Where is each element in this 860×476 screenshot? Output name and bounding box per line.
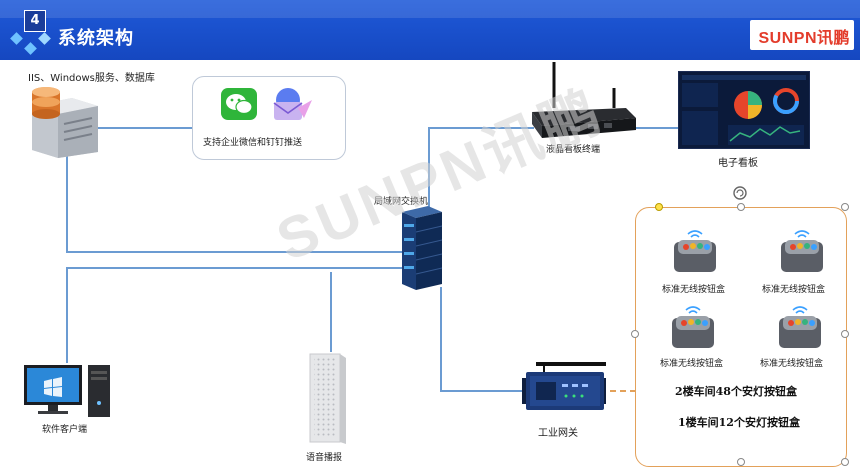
button-box-label: 标准无线按钮盒: [760, 359, 824, 369]
lcd-terminal-label: 液晶看板终端: [546, 145, 601, 155]
wireless-button-box-icon: [779, 306, 821, 348]
network-switch-icon: [402, 206, 443, 290]
dingtalk-mail-icon: [273, 88, 312, 120]
selection-handle: [737, 203, 745, 211]
display-board-label: 电子看板: [718, 158, 758, 169]
selection-handle: [631, 330, 639, 338]
rotate-handle-icon: [733, 186, 747, 200]
workshop-note-floor1: 1楼车间12个安灯按钮盒: [678, 416, 800, 429]
push-label: 支持企业微信和钉钉推送: [203, 138, 303, 148]
button-box-label: 标准无线按钮盒: [660, 359, 724, 369]
wireless-button-box-icon: [674, 230, 716, 272]
connector-line: [440, 390, 528, 392]
button-box-label: 标准无线按钮盒: [662, 285, 726, 295]
industrial-gateway-icon: [522, 362, 606, 410]
switch-label: 局域网交换机: [374, 197, 429, 207]
connector-line: [330, 272, 332, 352]
server-label: IIS、Windows服务、数据库: [28, 73, 155, 84]
connector-line: [98, 127, 192, 129]
diamond-decoration: [38, 32, 51, 45]
diamond-decoration: [24, 42, 37, 55]
selection-handle: [841, 330, 849, 338]
selection-handle: [841, 203, 849, 211]
connector-line: [634, 127, 678, 129]
header-shine: [0, 0, 860, 18]
section-number-badge: 4: [24, 10, 46, 32]
connector-line: [428, 127, 534, 129]
selection-handle: [655, 203, 663, 211]
push-notification-box: [192, 76, 346, 160]
wireless-button-box-icon: [672, 306, 714, 348]
connector-line: [66, 156, 68, 252]
gateway-label: 工业网关: [538, 428, 578, 439]
selection-handle: [737, 458, 745, 466]
button-box-label: 标准无线按钮盒: [762, 285, 826, 295]
dashboard-screen-icon: [678, 71, 810, 149]
dashed-connector: [600, 390, 636, 392]
brand-logo: SUNPN讯鹏: [758, 30, 850, 47]
wireless-button-box-icon: [781, 230, 823, 272]
selection-handle: [841, 458, 849, 466]
header-bar: 4 系统架构 SUNPN讯鹏: [0, 0, 860, 60]
connector-line: [428, 127, 430, 213]
column-speaker-icon: [309, 353, 346, 444]
connector-line: [440, 287, 442, 391]
router-icon: [532, 62, 636, 138]
speaker-label: 语音播报: [306, 453, 343, 463]
desktop-computer-icon: [24, 365, 110, 417]
client-label: 软件客户端: [42, 425, 88, 435]
connector-line: [66, 251, 418, 253]
connector-line: [66, 267, 418, 269]
connector-line: [66, 267, 68, 363]
page-title: 系统架构: [58, 28, 134, 49]
server-icon: [32, 87, 98, 158]
logo-background: [750, 20, 854, 50]
workshop-note-floor2: 2楼车间48个安灯按钮盒: [675, 385, 797, 398]
diamond-decoration: [10, 32, 23, 45]
wechat-work-icon: [221, 88, 257, 120]
